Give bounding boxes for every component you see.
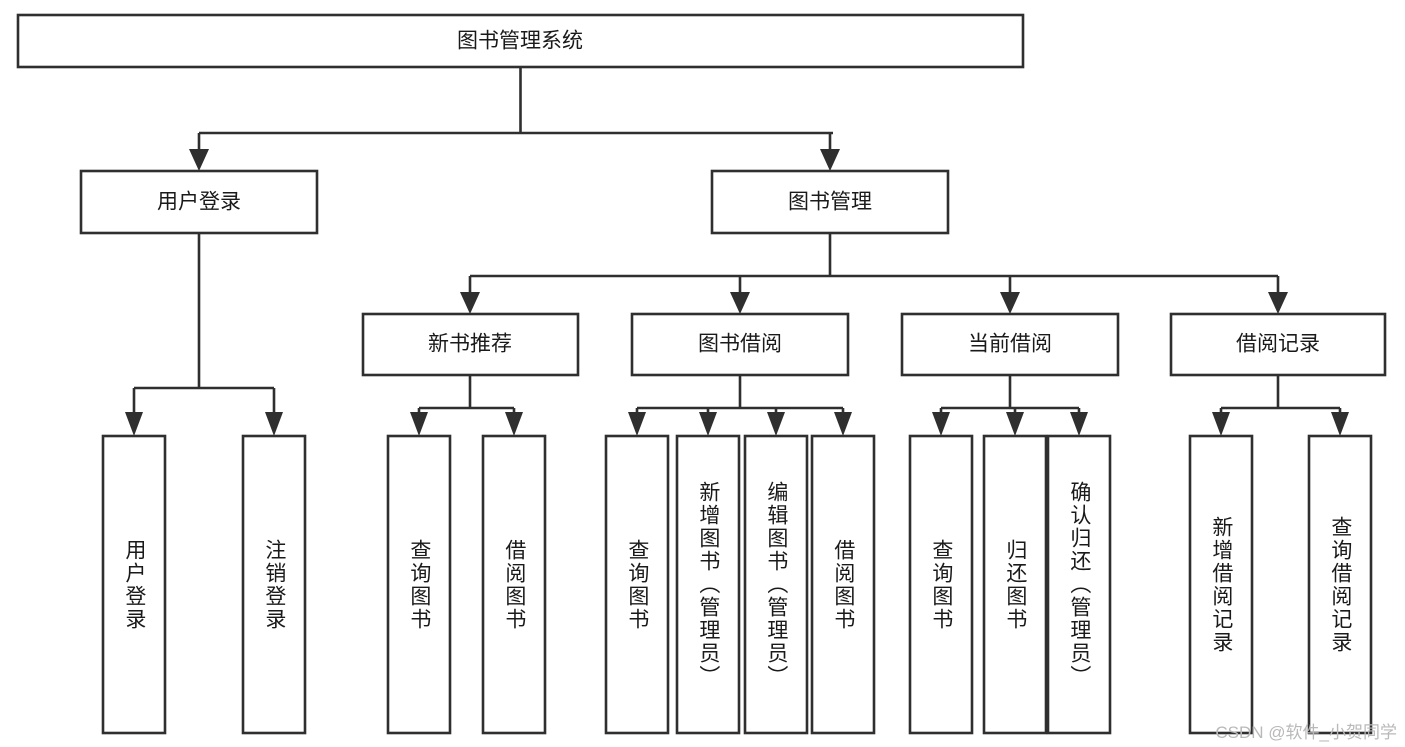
arrowhead-leaf-add-book (699, 412, 717, 436)
edge-borrowrecord-bus (1219, 375, 1342, 416)
leaf-add-record-box[interactable] (1188, 434, 1254, 735)
edge-root-bus (197, 67, 833, 152)
node-root-label: 图书管理系统 (457, 30, 583, 53)
leaf-return-book-box[interactable] (982, 434, 1048, 735)
node-borrow-record-box[interactable] (1169, 312, 1387, 377)
node-user-login-label: 用户登录 (157, 191, 241, 214)
edge-bookmanage-bus (468, 233, 1280, 296)
edge-userlogin-bus (132, 233, 276, 416)
connector-layer (125, 67, 1349, 436)
node-new-book-rec-box[interactable] (361, 312, 580, 377)
csdn-watermark: CSDN @软件_小贺同学 (1215, 723, 1397, 742)
leaf-add-book-box[interactable] (675, 434, 741, 735)
arrowhead-to-book-borrow (730, 292, 750, 314)
edge-bookborrow-bus (635, 375, 845, 416)
arrowhead-leaf-query-record (1331, 412, 1349, 436)
node-current-borrow-label: 当前借阅 (968, 333, 1052, 356)
arrowhead-leaf-query-book-bor (628, 412, 646, 436)
leaf-edit-book-box[interactable] (743, 434, 809, 735)
arrowhead-to-book-manage (820, 149, 840, 171)
arrowhead-leaf-borrow-book-bor (834, 412, 852, 436)
node-user-login-box[interactable] (79, 169, 319, 235)
arrowhead-leaf-user-login (125, 412, 143, 436)
node-book-manage-label: 图书管理 (788, 191, 872, 214)
arrowhead-to-user-login (189, 149, 209, 171)
leaf-user-login-box[interactable] (101, 434, 167, 735)
leaf-borrow-book-rec-box[interactable] (481, 434, 547, 735)
node-book-borrow-box[interactable] (630, 312, 850, 377)
node-new-book-rec-label: 新书推荐 (428, 333, 512, 356)
edge-newbookrec-bus (417, 375, 516, 416)
arrowhead-leaf-confirm-return (1070, 412, 1088, 436)
arrowhead-to-borrow-record (1268, 292, 1288, 314)
arrowhead-leaf-query-book-rec (410, 412, 428, 436)
leaf-borrow-book-bor-box[interactable] (810, 434, 876, 735)
arrowhead-leaf-edit-book (767, 412, 785, 436)
arrowhead-leaf-logout (265, 412, 283, 436)
leaf-query-record-box[interactable] (1307, 434, 1373, 735)
leaf-logout-box[interactable] (241, 434, 307, 735)
node-book-manage-box[interactable] (710, 169, 950, 235)
arrowhead-leaf-query-book-cur (932, 412, 950, 436)
node-book-borrow-label: 图书借阅 (698, 333, 782, 356)
arrowhead-leaf-borrow-book-rec (505, 412, 523, 436)
leaf-query-book-bor-box[interactable] (604, 434, 670, 735)
node-current-borrow-box[interactable] (900, 312, 1120, 377)
arrowhead-leaf-return-book (1006, 412, 1024, 436)
edge-currentborrow-bus (939, 375, 1081, 416)
leaf-query-book-rec-box[interactable] (386, 434, 452, 735)
leaf-query-book-cur-box[interactable] (908, 434, 974, 735)
arrowhead-to-new-book-rec (460, 292, 480, 314)
arrowhead-to-current-borrow (1000, 292, 1020, 314)
arrowhead-leaf-add-record (1212, 412, 1230, 436)
node-layer: 图书管理系统 用户登录 图书管理 新书推荐 图书借阅 当前借阅 借阅记录 (16, 13, 1387, 735)
leaf-confirm-return-box[interactable] (1046, 434, 1112, 735)
node-root-box[interactable] (16, 13, 1025, 69)
node-borrow-record-label: 借阅记录 (1236, 333, 1320, 356)
